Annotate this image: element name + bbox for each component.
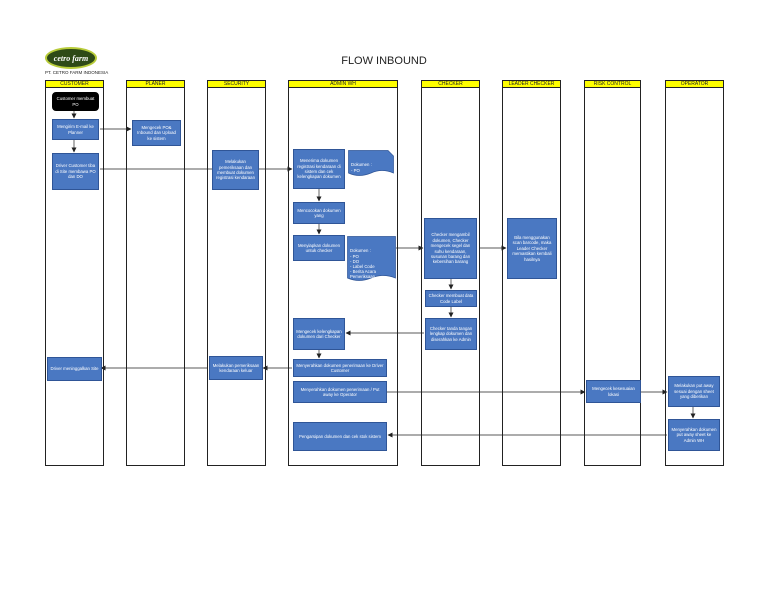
step-exit-inspection: Melakukan pemeriksaan kendaraan keluar: [209, 356, 263, 380]
step-label: Mengecek kelengkapan dokumen dari Checke…: [296, 328, 342, 339]
lane-header-checker: CHECKER: [421, 80, 480, 88]
step-label: Mengecek PO& Inbound dan Upload ke siste…: [137, 124, 176, 141]
document-text: Dokumen : - PO - DO - Label Code - Berit…: [350, 248, 377, 280]
step-label: Bila menggunakan scan barcode, maka Lead…: [512, 234, 552, 262]
step-label: Melakukan pemeriksaan kendaraan keluar: [212, 362, 260, 373]
step-label: Mengirim E-mail ke Planner: [57, 124, 94, 135]
step-create-code-label: Checker membuat data Code Label: [425, 290, 477, 307]
document-shape: [348, 150, 394, 176]
step-label: Menerima dokumen registrasi kendaraan di…: [297, 158, 341, 180]
step-label: Pengarsipan dokumen dan cek stok sistem: [299, 433, 381, 439]
step-send-email-planner: Mengirim E-mail ke Planner: [52, 119, 99, 140]
lane-header-planer: PLANER: [126, 80, 185, 88]
step-customer-creates-po: Customer membuat PO: [52, 92, 99, 111]
step-label: Mengecek kesesuaian lokasi: [592, 386, 635, 397]
company-name: PT. CETRO FARM INDONESIA: [45, 70, 109, 75]
step-match-documents: Mencocokan dokumen yang: [293, 202, 345, 224]
document-shape: [347, 236, 396, 281]
company-logo: cetro farm: [45, 47, 97, 69]
step-label: Driver Customer tiba di Site membawa PO …: [55, 163, 96, 180]
step-leader-verifies-scan: Bila menggunakan scan barcode, maka Lead…: [507, 218, 557, 279]
step-hand-putaway-sheet: Menyerahkan dokumen put away sheet ke Ad…: [668, 419, 720, 451]
step-label: Customer membuat PO: [56, 96, 95, 107]
step-label: Mencocokan dokumen yang: [297, 207, 341, 218]
step-label: Menyiapkan dokumen untuk checker: [297, 242, 341, 253]
lane-header-admin-wh: ADMIN WH: [288, 80, 398, 88]
step-driver-leaves: Driver meninggalkan Site: [47, 357, 102, 381]
step-security-inspection: Melakukan pemeriksaan dan membuat dokume…: [212, 150, 259, 190]
lane-header-operator: OPERATOR: [665, 80, 724, 88]
step-label: Melakukan pemeriksaan dan membuat dokume…: [216, 159, 255, 181]
step-prepare-documents: Menyiapkan dokumen untuk checker: [293, 235, 345, 261]
lane-header-security: SECURITY: [207, 80, 266, 88]
lane-header-leader-checker: LEADER CHECKER: [502, 80, 561, 88]
step-put-away: Melakukan put away sesuai dengan sheet y…: [668, 376, 720, 407]
logo-text: cetro farm: [53, 53, 89, 63]
lane-header-risk-control: RISK CONTROL: [584, 80, 641, 88]
step-label: Menyerahkan dokumen penerimaan ke Driver…: [296, 362, 384, 373]
step-hand-receipt-driver: Menyerahkan dokumen penerimaan ke Driver…: [293, 359, 387, 377]
document-text: Dokumen : - PO: [351, 162, 372, 173]
step-check-completeness: Mengecek kelengkapan dokumen dari Checke…: [293, 318, 345, 350]
step-label: Menyerahkan dokumen penerimaan / Put awa…: [300, 386, 380, 397]
step-checker-inspects: Checker mengambil dokumen, Checker menge…: [424, 218, 477, 279]
step-label: Driver meninggalkan Site: [50, 366, 99, 372]
step-driver-arrives: Driver Customer tiba di Site membawa PO …: [52, 153, 99, 190]
page-title: FLOW INBOUND: [341, 55, 427, 67]
step-label: Melakukan put away sesuai dengan sheet y…: [674, 383, 714, 400]
step-label: Menyerahkan dokumen put away sheet ke Ad…: [671, 426, 717, 443]
step-label: Checker tanda tangan lengkap dokumen dan…: [429, 325, 473, 342]
step-label: Checker mengambil dokumen, Checker menge…: [430, 232, 471, 265]
step-check-po-upload: Mengecek PO& Inbound dan Upload ke siste…: [132, 120, 181, 146]
step-archive-check-stock: Pengarsipan dokumen dan cek stok sistem: [293, 422, 387, 451]
step-label: Checker membuat data Code Label: [428, 293, 474, 304]
step-hand-putaway-operator: Menyerahkan dokumen penerimaan / Put awa…: [293, 381, 387, 403]
step-check-location: Mengecek kesesuaian lokasi: [586, 380, 641, 403]
document-po: Dokumen : - PO: [348, 150, 394, 177]
step-receive-registration: Menerima dokumen registrasi kendaraan di…: [293, 149, 345, 189]
lane-header-customer: CUSTOMER: [45, 80, 104, 88]
document-list: Dokumen : - PO - DO - Label Code - Berit…: [347, 236, 396, 284]
step-checker-signs: Checker tanda tangan lengkap dokumen dan…: [425, 318, 477, 350]
